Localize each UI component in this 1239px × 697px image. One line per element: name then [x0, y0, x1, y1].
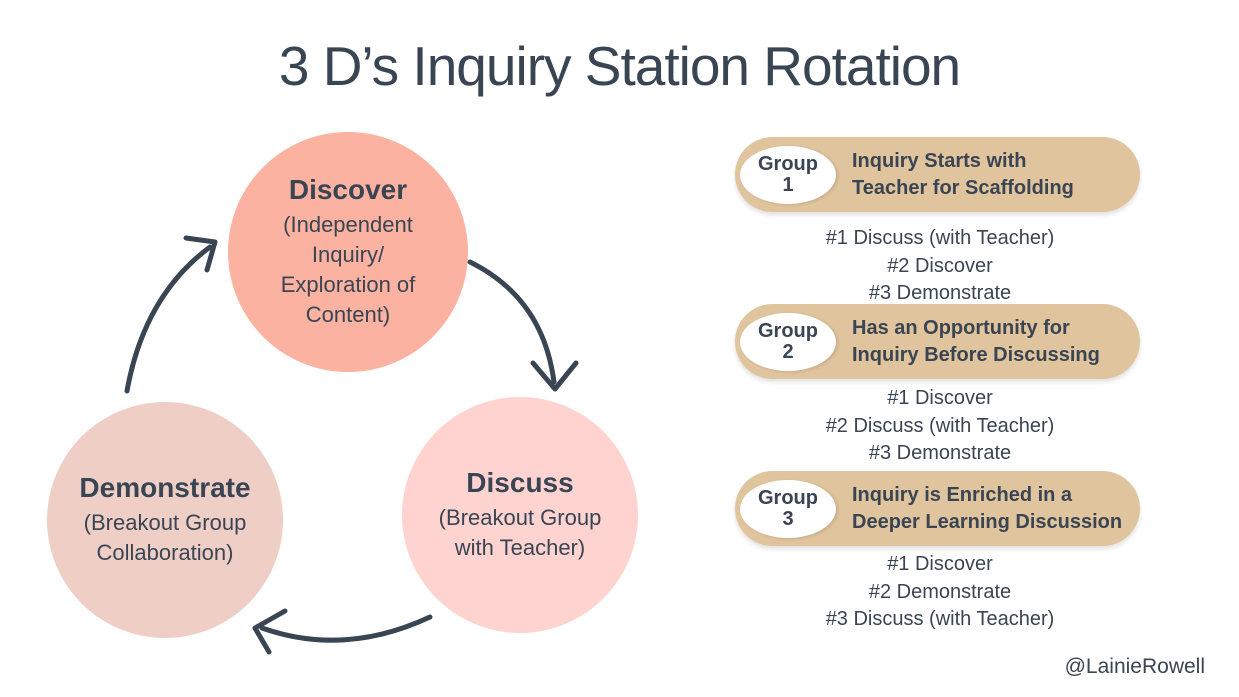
step-line: #2 Demonstrate [868, 580, 1012, 603]
group-badge-label: Group [758, 152, 818, 175]
node-title: Discover [288, 174, 408, 205]
step-line: #3 Demonstrate [868, 442, 1012, 464]
group-1-pill: Group 1 Inquiry Starts with Teacher for … [735, 137, 1140, 212]
group-2-steps: #1 Discover #2 Discuss (with Teacher) #3… [730, 385, 1150, 468]
group-3-heading: Inquiry is Enriched in a Deeper Learning… [852, 482, 1122, 536]
group-3-steps: #1 Discover #2 Demonstrate #3 Discuss (w… [730, 551, 1150, 634]
node-subtitle-line: Exploration of [280, 272, 416, 297]
node-subtitle-line: Collaboration) [96, 540, 234, 565]
group-1-steps: #1 Discuss (with Teacher) #2 Discover #3… [730, 225, 1150, 308]
node-title: Discuss [466, 467, 574, 498]
step-line: #3 Discuss (with Teacher) [825, 608, 1055, 630]
group-2-heading: Has an Opportunity for Inquiry Before Di… [852, 315, 1100, 369]
page-title: 3 D’s Inquiry Station Rotation [278, 35, 961, 97]
group-badge-label: Group [758, 319, 818, 342]
circle-discover: Discover (Independent Inquiry/ Explorati… [228, 132, 468, 372]
node-subtitle-line: (Independent [283, 212, 413, 237]
group-1-badge: Group 1 [740, 145, 836, 204]
group-heading-line: Inquiry is Enriched in a [852, 483, 1073, 506]
group-badge-label: Group [758, 486, 818, 509]
group-badge-number: 2 [782, 340, 794, 363]
group-badge-number: 3 [782, 507, 794, 530]
group-badge-number: 1 [782, 173, 794, 196]
step-line: #1 Discover [887, 553, 993, 575]
group-heading-line: Teacher for Scaffolding [852, 176, 1074, 199]
circle-discuss: Discuss (Breakout Group with Teacher) [402, 397, 638, 633]
group-2-badge: Group 2 [740, 312, 836, 371]
node-subtitle-line: with Teacher) [454, 535, 586, 560]
node-subtitle-line: (Breakout Group [438, 505, 602, 530]
arrow-discover-to-discuss [467, 259, 579, 392]
group-2-pill: Group 2 Has an Opportunity for Inquiry B… [735, 304, 1140, 379]
step-line: #1 Discover [887, 387, 993, 409]
credit-handle: @LainieRowell [1064, 655, 1205, 678]
group-3-pill: Group 3 Inquiry is Enriched in a Deeper … [735, 471, 1140, 546]
step-line: #3 Demonstrate [868, 282, 1012, 304]
group-1-heading: Inquiry Starts with Teacher for Scaffold… [852, 148, 1074, 202]
step-line: #2 Discuss (with Teacher) [825, 414, 1055, 437]
node-subtitle-line: Inquiry/ [311, 242, 385, 267]
circle-demonstrate: Demonstrate (Breakout Group Collaboratio… [47, 402, 283, 638]
arrow-demonstrate-to-discover [124, 235, 218, 394]
group-heading-line: Has an Opportunity for [852, 316, 1070, 339]
node-title: Demonstrate [79, 472, 251, 503]
group-heading-line: Deeper Learning Discussion [852, 510, 1123, 533]
step-line: #1 Discuss (with Teacher) [825, 227, 1055, 249]
arrow-discuss-to-demonstrate [252, 608, 433, 655]
group-heading-line: Inquiry Before Discussing [852, 343, 1100, 366]
step-line: #2 Discover [887, 254, 993, 277]
group-heading-line: Inquiry Starts with [852, 149, 1027, 172]
node-subtitle-line: Content) [305, 302, 391, 327]
group-3-badge: Group 3 [740, 479, 836, 538]
node-subtitle-line: (Breakout Group [83, 510, 247, 535]
